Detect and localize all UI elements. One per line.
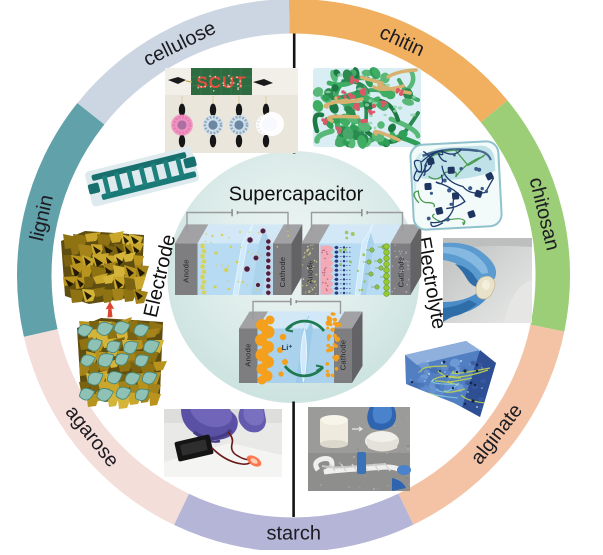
svg-text:Anode: Anode	[306, 260, 315, 283]
svg-text:Anode: Anode	[182, 259, 191, 282]
svg-text:Supercapacitor: Supercapacitor	[229, 184, 364, 206]
svg-text:Cathode: Cathode	[339, 340, 348, 371]
svg-text:Anode: Anode	[244, 343, 253, 366]
svg-text:Li⁺: Li⁺	[282, 343, 293, 352]
svg-text:starch: starch	[266, 522, 321, 544]
svg-text:Cathode: Cathode	[278, 257, 287, 288]
svg-text:SCUT: SCUT	[196, 73, 246, 92]
